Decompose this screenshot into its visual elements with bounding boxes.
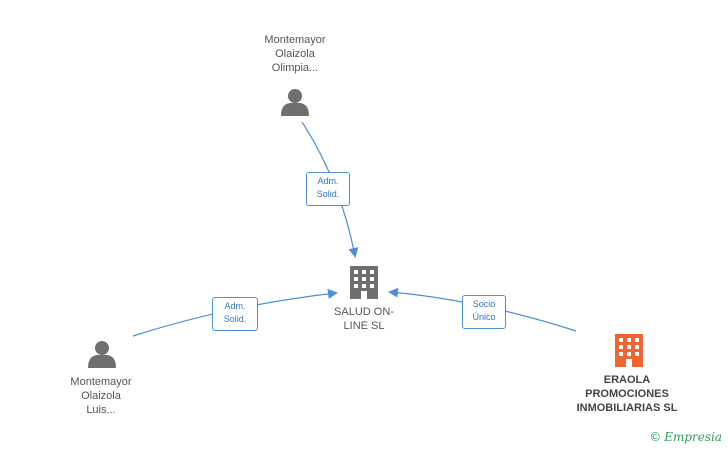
node-label-olimpia[interactable]: Montemayor Olaizola Olimpia... xyxy=(264,34,326,74)
node-label-eraola[interactable]: ERAOLA PROMOCIONES INMOBILIARIAS SL xyxy=(576,374,678,414)
building-icon[interactable] xyxy=(350,266,378,299)
building-icon[interactable] xyxy=(615,334,643,367)
person-icon[interactable] xyxy=(281,89,309,116)
copyright-icon: © xyxy=(649,430,662,444)
node-label-salud[interactable]: SALUD ON- LINE SL xyxy=(334,306,394,332)
node-label-luis[interactable]: Montemayor Olaizola Luis... xyxy=(70,376,132,416)
brand-watermark: ©Empresia xyxy=(649,430,722,444)
edge-label-olimpia-salud: Adm. Solid. xyxy=(306,172,350,206)
edge-label-luis-salud: Adm. Solid. xyxy=(212,297,258,331)
brand-name: Empresia xyxy=(664,430,722,444)
person-icon[interactable] xyxy=(88,341,116,368)
edge-label-eraola-salud: Socio Único xyxy=(462,295,506,329)
